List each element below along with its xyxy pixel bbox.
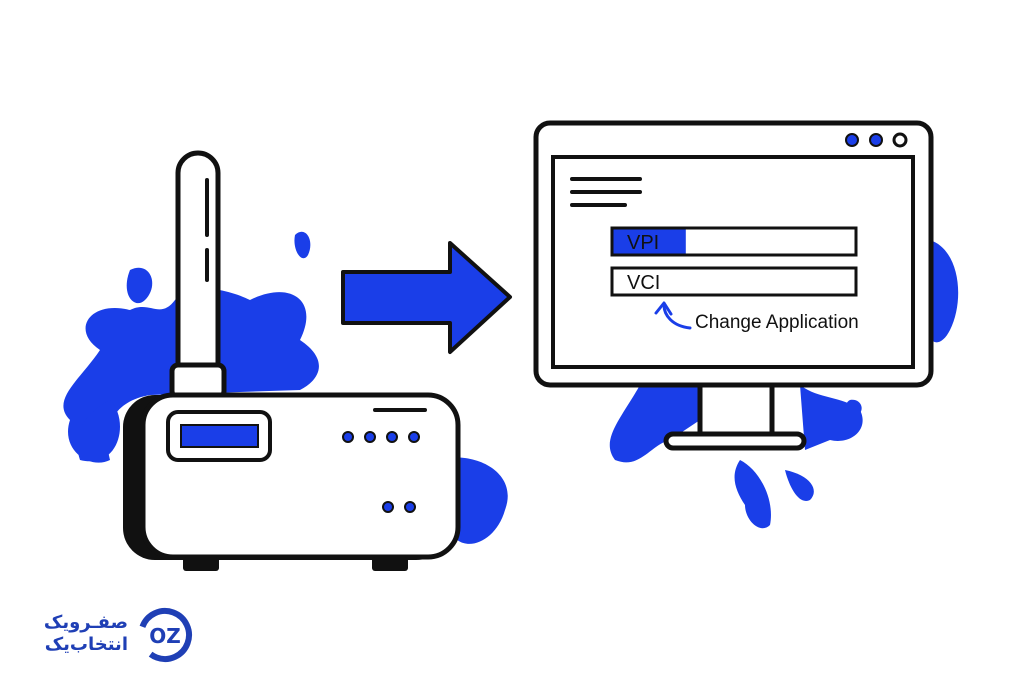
arrow-right-icon <box>341 241 512 354</box>
vpi-field-fill <box>613 229 686 254</box>
brand-mark-icon: OZ <box>138 608 192 662</box>
window-dot <box>892 132 908 148</box>
menu-icon <box>570 177 642 207</box>
brand-logo[interactable]: صفـرویک انتخاب‌یک OZ <box>24 606 194 670</box>
brand-line-1: صفـرویک <box>43 612 128 633</box>
vpi-label: VPI <box>627 232 659 254</box>
curved-arrow-icon <box>662 303 692 330</box>
brand-name: صفـرویک انتخاب‌یک <box>44 612 128 656</box>
brand-line-2: انتخاب‌یک <box>44 634 128 655</box>
monitor-icon: VPI VCI Change Application <box>533 120 934 451</box>
antenna-icon <box>175 150 221 391</box>
splash-right <box>609 240 959 529</box>
vci-field[interactable] <box>610 266 858 297</box>
change-application-annotation: Change Application <box>695 312 859 333</box>
monitor-screen <box>551 155 915 369</box>
vci-label: VCI <box>627 272 660 294</box>
router-icon <box>123 150 461 571</box>
router-leds <box>342 431 420 513</box>
window-dot <box>845 133 859 147</box>
window-dot <box>869 133 883 147</box>
svg-text:OZ: OZ <box>149 624 181 648</box>
